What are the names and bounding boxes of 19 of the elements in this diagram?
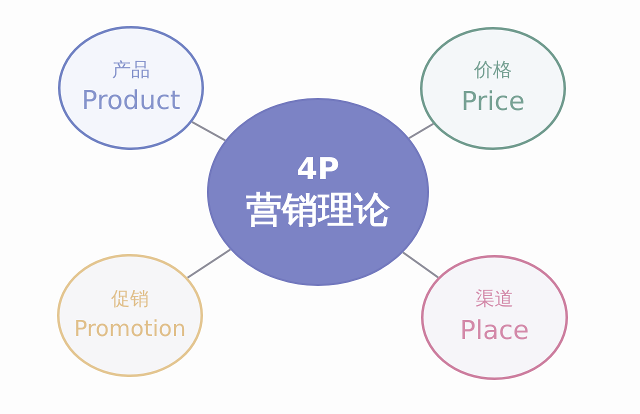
topic-circle	[57, 254, 203, 377]
topic-circle	[421, 255, 568, 380]
connector-line	[192, 121, 226, 142]
topic-circle	[420, 27, 566, 150]
circle-label: 价格	[474, 60, 512, 82]
circle-label: Price	[461, 88, 525, 117]
circle-label: 产品	[112, 60, 150, 82]
circle-label: Place	[460, 316, 530, 346]
connector-line	[402, 252, 439, 278]
connector-line	[408, 122, 434, 140]
connector-line	[187, 248, 231, 279]
circle-label: 营销理论	[246, 190, 390, 231]
circle-label: 渠道	[476, 289, 514, 311]
circle-label: Promotion	[74, 318, 186, 342]
circle-label: 4P	[296, 153, 340, 187]
center-circle	[207, 98, 429, 286]
circle-label: Product	[82, 87, 180, 116]
circle-label: 促销	[111, 288, 149, 310]
topic-circle	[58, 26, 204, 150]
